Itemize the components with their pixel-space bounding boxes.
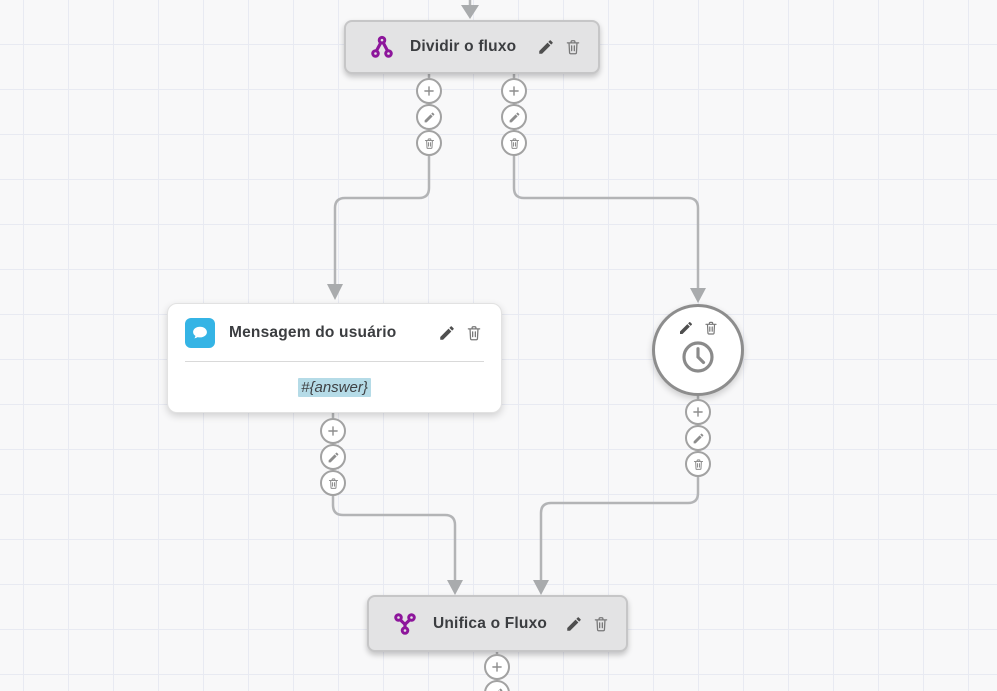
message-variable[interactable]: #{answer} [298,377,371,397]
node-user-message[interactable]: Mensagem do usuário #{answer} [167,303,502,413]
delete-node-icon[interactable] [592,615,610,633]
add-step-button[interactable] [320,418,346,444]
delete-connector-button[interactable] [501,130,527,156]
edit-connector-button[interactable] [416,104,442,130]
add-step-button[interactable] [685,399,711,425]
connector-actions-message [320,418,346,496]
edit-connector-button[interactable] [685,425,711,451]
add-step-button[interactable] [416,78,442,104]
delete-node-icon[interactable] [465,324,483,342]
edit-connector-button[interactable] [484,680,510,691]
edit-connector-button[interactable] [320,444,346,470]
edit-node-icon[interactable] [678,320,694,336]
add-step-button[interactable] [501,78,527,104]
edit-node-icon[interactable] [565,615,583,633]
delete-node-icon[interactable] [703,320,719,336]
connector-actions-divide-right [501,78,527,156]
connector-actions-timer [685,399,711,477]
message-body: #{answer} [168,362,501,412]
node-merge-flow[interactable]: Unifica o Fluxo [367,595,628,652]
connector-actions-merge [484,654,510,691]
connector-actions-divide-left [416,78,442,156]
edit-connector-button[interactable] [501,104,527,130]
node-timer[interactable] [652,304,744,396]
node-header: Mensagem do usuário [168,304,501,361]
divider [185,361,484,362]
delete-connector-button[interactable] [416,130,442,156]
node-title: Mensagem do usuário [229,323,397,341]
edit-node-icon[interactable] [438,324,456,342]
delete-connector-button[interactable] [320,470,346,496]
node-title: Dividir o fluxo [410,38,517,55]
node-actions [678,320,719,336]
edit-node-icon[interactable] [537,38,555,56]
delete-node-icon[interactable] [564,38,582,56]
clock-icon [678,337,718,382]
split-flow-icon [368,34,396,60]
node-divide-flow[interactable]: Dividir o fluxo [344,20,600,74]
chat-bubble-icon [185,317,215,348]
merge-flow-icon [391,611,419,637]
node-title: Unifica o Fluxo [433,614,548,632]
delete-connector-button[interactable] [685,451,711,477]
add-step-button[interactable] [484,654,510,680]
